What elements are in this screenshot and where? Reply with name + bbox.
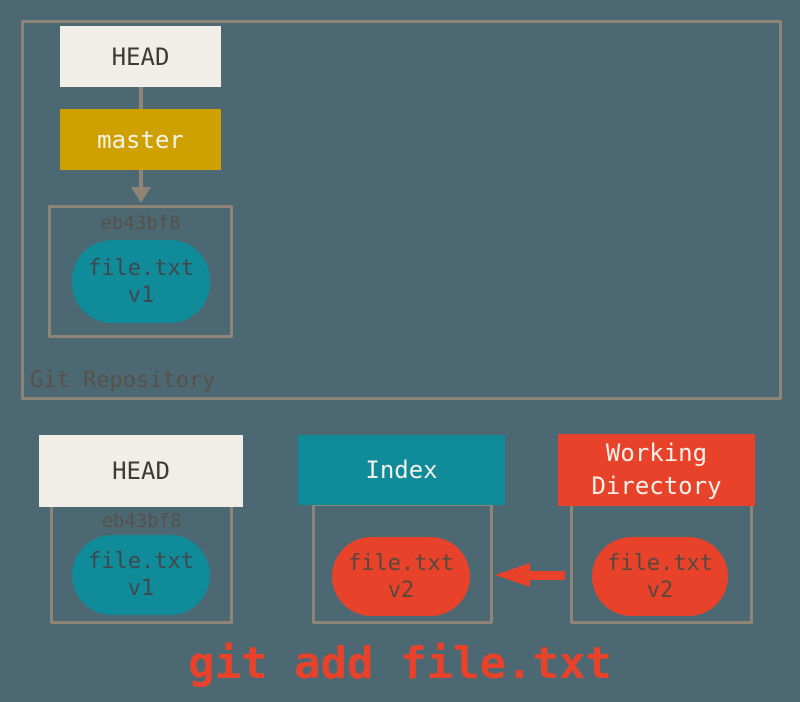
head-commit-id: eb43bf8 — [101, 510, 182, 532]
commit-box — [48, 205, 233, 338]
file-version: v2 — [387, 577, 415, 603]
head-ref-box: HEAD — [60, 26, 221, 87]
head-area-title: HEAD — [112, 457, 170, 485]
index-area-title: Index — [365, 456, 438, 484]
down-arrow-icon — [131, 187, 151, 203]
commit-id: eb43bf8 — [100, 212, 181, 234]
file-blob-v1: file.txt v1 — [72, 240, 210, 323]
file-version: v1 — [127, 576, 155, 601]
git-repository-container — [21, 20, 782, 400]
caption-command: git add file.txt — [188, 638, 612, 689]
file-name: file.txt — [607, 550, 713, 576]
head-area-header: HEAD — [39, 435, 243, 507]
left-arrow-icon — [495, 563, 530, 587]
working-directory-title-line1: Working — [605, 439, 708, 467]
file-version: v1 — [127, 282, 155, 308]
working-directory-title-line2: Directory — [591, 472, 722, 500]
master-branch-label: master — [97, 125, 184, 154]
file-name: file.txt — [88, 549, 194, 574]
file-name: file.txt — [348, 550, 454, 576]
file-version: v2 — [646, 577, 674, 603]
file-name: file.txt — [88, 255, 194, 281]
add-arrow-shaft — [528, 571, 565, 580]
index-file-blob-v2: file.txt v2 — [332, 537, 470, 616]
head-ref-label: HEAD — [111, 42, 170, 71]
working-directory-file-blob-v2: file.txt v2 — [592, 537, 728, 616]
head-file-blob-v1: file.txt v1 — [72, 535, 210, 615]
working-directory-header: Working Directory — [558, 434, 755, 506]
master-branch-box: master — [60, 109, 221, 170]
head-to-master-connector — [139, 87, 143, 109]
index-area-header: Index — [298, 435, 505, 505]
master-to-commit-connector — [139, 170, 143, 188]
git-repository-label: Git Repository — [30, 368, 216, 393]
